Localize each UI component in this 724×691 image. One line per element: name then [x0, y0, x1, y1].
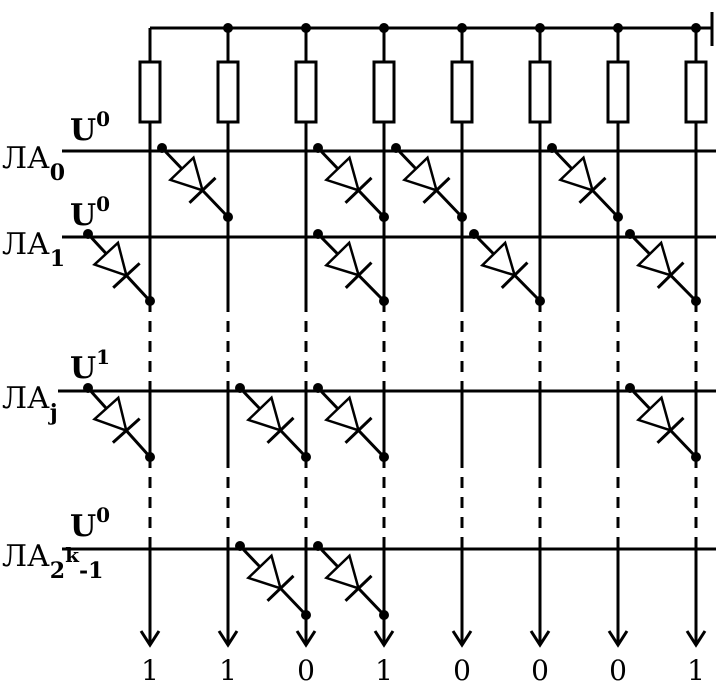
row-label-subscript-tail: -1 — [79, 558, 103, 584]
diode — [313, 541, 389, 620]
output-bits: 1 1 0 1 0 0 0 1 — [141, 654, 705, 687]
output-arrow — [139, 630, 161, 648]
diode — [469, 229, 545, 306]
diode — [157, 143, 233, 222]
output-bit: 1 — [375, 654, 393, 687]
row-label-subscript: 1 — [50, 246, 65, 272]
row-label-name: ЛА — [2, 539, 50, 574]
row-voltage-symbol: U — [70, 509, 96, 544]
row-voltage-label: U1 — [70, 345, 110, 386]
row-voltage-superscript: 0 — [96, 107, 110, 131]
row-label-name: ЛА — [2, 381, 50, 416]
row-label-group: ЛА2k-1U0 — [2, 503, 110, 584]
row-voltage-symbol: U — [70, 113, 96, 148]
row-label-name: ЛА — [2, 227, 50, 262]
row-label-subscript: 0 — [50, 160, 65, 186]
pullup-resistor — [216, 60, 240, 124]
row-label-subscript: j — [48, 400, 58, 426]
output-arrow — [529, 630, 551, 648]
pullup-resistor — [450, 60, 474, 124]
row-lines — [58, 149, 716, 551]
row-voltage-label: U0 — [70, 192, 110, 233]
output-arrow — [373, 630, 395, 648]
output-bit: 1 — [687, 654, 705, 687]
row-label-subscript-superscript: k — [65, 543, 80, 567]
output-bit: 1 — [219, 654, 237, 687]
diode — [391, 143, 467, 222]
row-voltage-superscript: 0 — [96, 503, 110, 527]
diode — [83, 383, 155, 462]
output-arrow — [217, 630, 239, 648]
pullup-resistor — [138, 60, 162, 124]
column-lines — [138, 23, 708, 648]
output-bit: 0 — [531, 654, 549, 687]
row-voltage-symbol: U — [70, 351, 96, 386]
pullup-resistor — [372, 60, 396, 124]
diodes — [83, 143, 701, 620]
output-arrow — [685, 630, 707, 648]
diode — [313, 229, 389, 306]
output-arrow — [295, 630, 317, 648]
row-label: ЛАj — [2, 381, 58, 426]
diode — [313, 143, 389, 222]
row-voltage-superscript: 0 — [96, 192, 110, 216]
row-voltage-label: U0 — [70, 503, 110, 544]
pullup-resistor — [684, 60, 708, 124]
pullup-resistor — [294, 60, 318, 124]
diode — [83, 229, 155, 306]
diode — [625, 383, 701, 462]
output-bit: 0 — [297, 654, 315, 687]
row-voltage-symbol: U — [70, 198, 96, 233]
row-label: ЛА0 — [2, 141, 65, 186]
diode — [235, 383, 311, 462]
output-arrow — [607, 630, 629, 648]
row-label: ЛА2k-1 — [2, 539, 103, 584]
output-bit: 0 — [609, 654, 627, 687]
diode — [547, 143, 623, 222]
diode — [235, 541, 311, 620]
diode — [625, 229, 701, 306]
row-label-subscript: 2 — [50, 558, 65, 584]
output-bit: 0 — [453, 654, 471, 687]
diode — [313, 383, 389, 462]
pullup-resistor — [528, 60, 552, 124]
pullup-resistor — [606, 60, 630, 124]
row-label: ЛА1 — [2, 227, 65, 272]
row-voltage-label: U0 — [70, 107, 110, 148]
row-label-name: ЛА — [2, 141, 50, 176]
row-voltage-superscript: 1 — [96, 345, 110, 369]
output-arrow — [451, 630, 473, 648]
output-bit: 1 — [141, 654, 159, 687]
